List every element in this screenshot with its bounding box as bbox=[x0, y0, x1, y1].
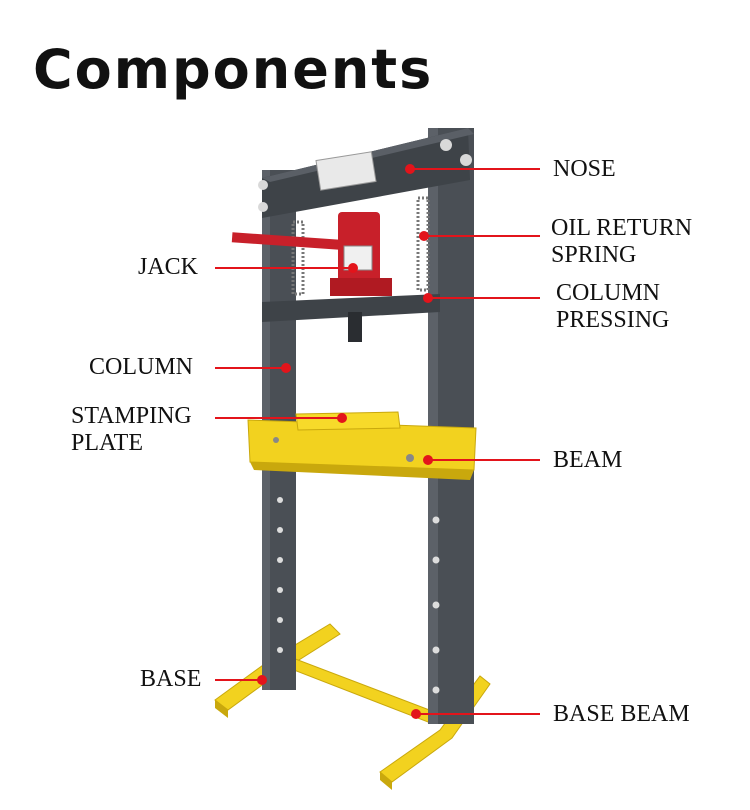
label-base: BASE bbox=[140, 666, 202, 692]
nose bbox=[258, 128, 474, 218]
label-column-pressing-line2: PRESSING bbox=[556, 307, 670, 333]
label-stamping-plate-line2: PLATE bbox=[71, 430, 143, 456]
label-column-pressing-line1: COLUMN bbox=[556, 280, 661, 306]
label-jack: JACK bbox=[138, 254, 199, 280]
beam bbox=[247, 419, 477, 480]
label-stamping-plate-line1: STAMPING bbox=[71, 403, 192, 429]
oil-return-springs bbox=[291, 196, 430, 296]
page-title: Components bbox=[33, 38, 434, 101]
label-column: COLUMN bbox=[89, 354, 194, 380]
label-base-beam: BASE BEAM bbox=[553, 701, 690, 727]
right-column bbox=[428, 128, 474, 724]
jack bbox=[231, 212, 392, 296]
leader-lines bbox=[215, 168, 540, 715]
label-oil-return-spring-line2: SPRING bbox=[551, 242, 637, 268]
stamping-plate bbox=[295, 411, 401, 431]
label-beam: BEAM bbox=[553, 447, 623, 473]
column-pressing bbox=[262, 294, 440, 342]
label-nose: NOSE bbox=[553, 156, 616, 182]
leader-dots bbox=[257, 164, 433, 719]
label-oil-return-spring-line1: OIL RETURN bbox=[551, 215, 693, 241]
